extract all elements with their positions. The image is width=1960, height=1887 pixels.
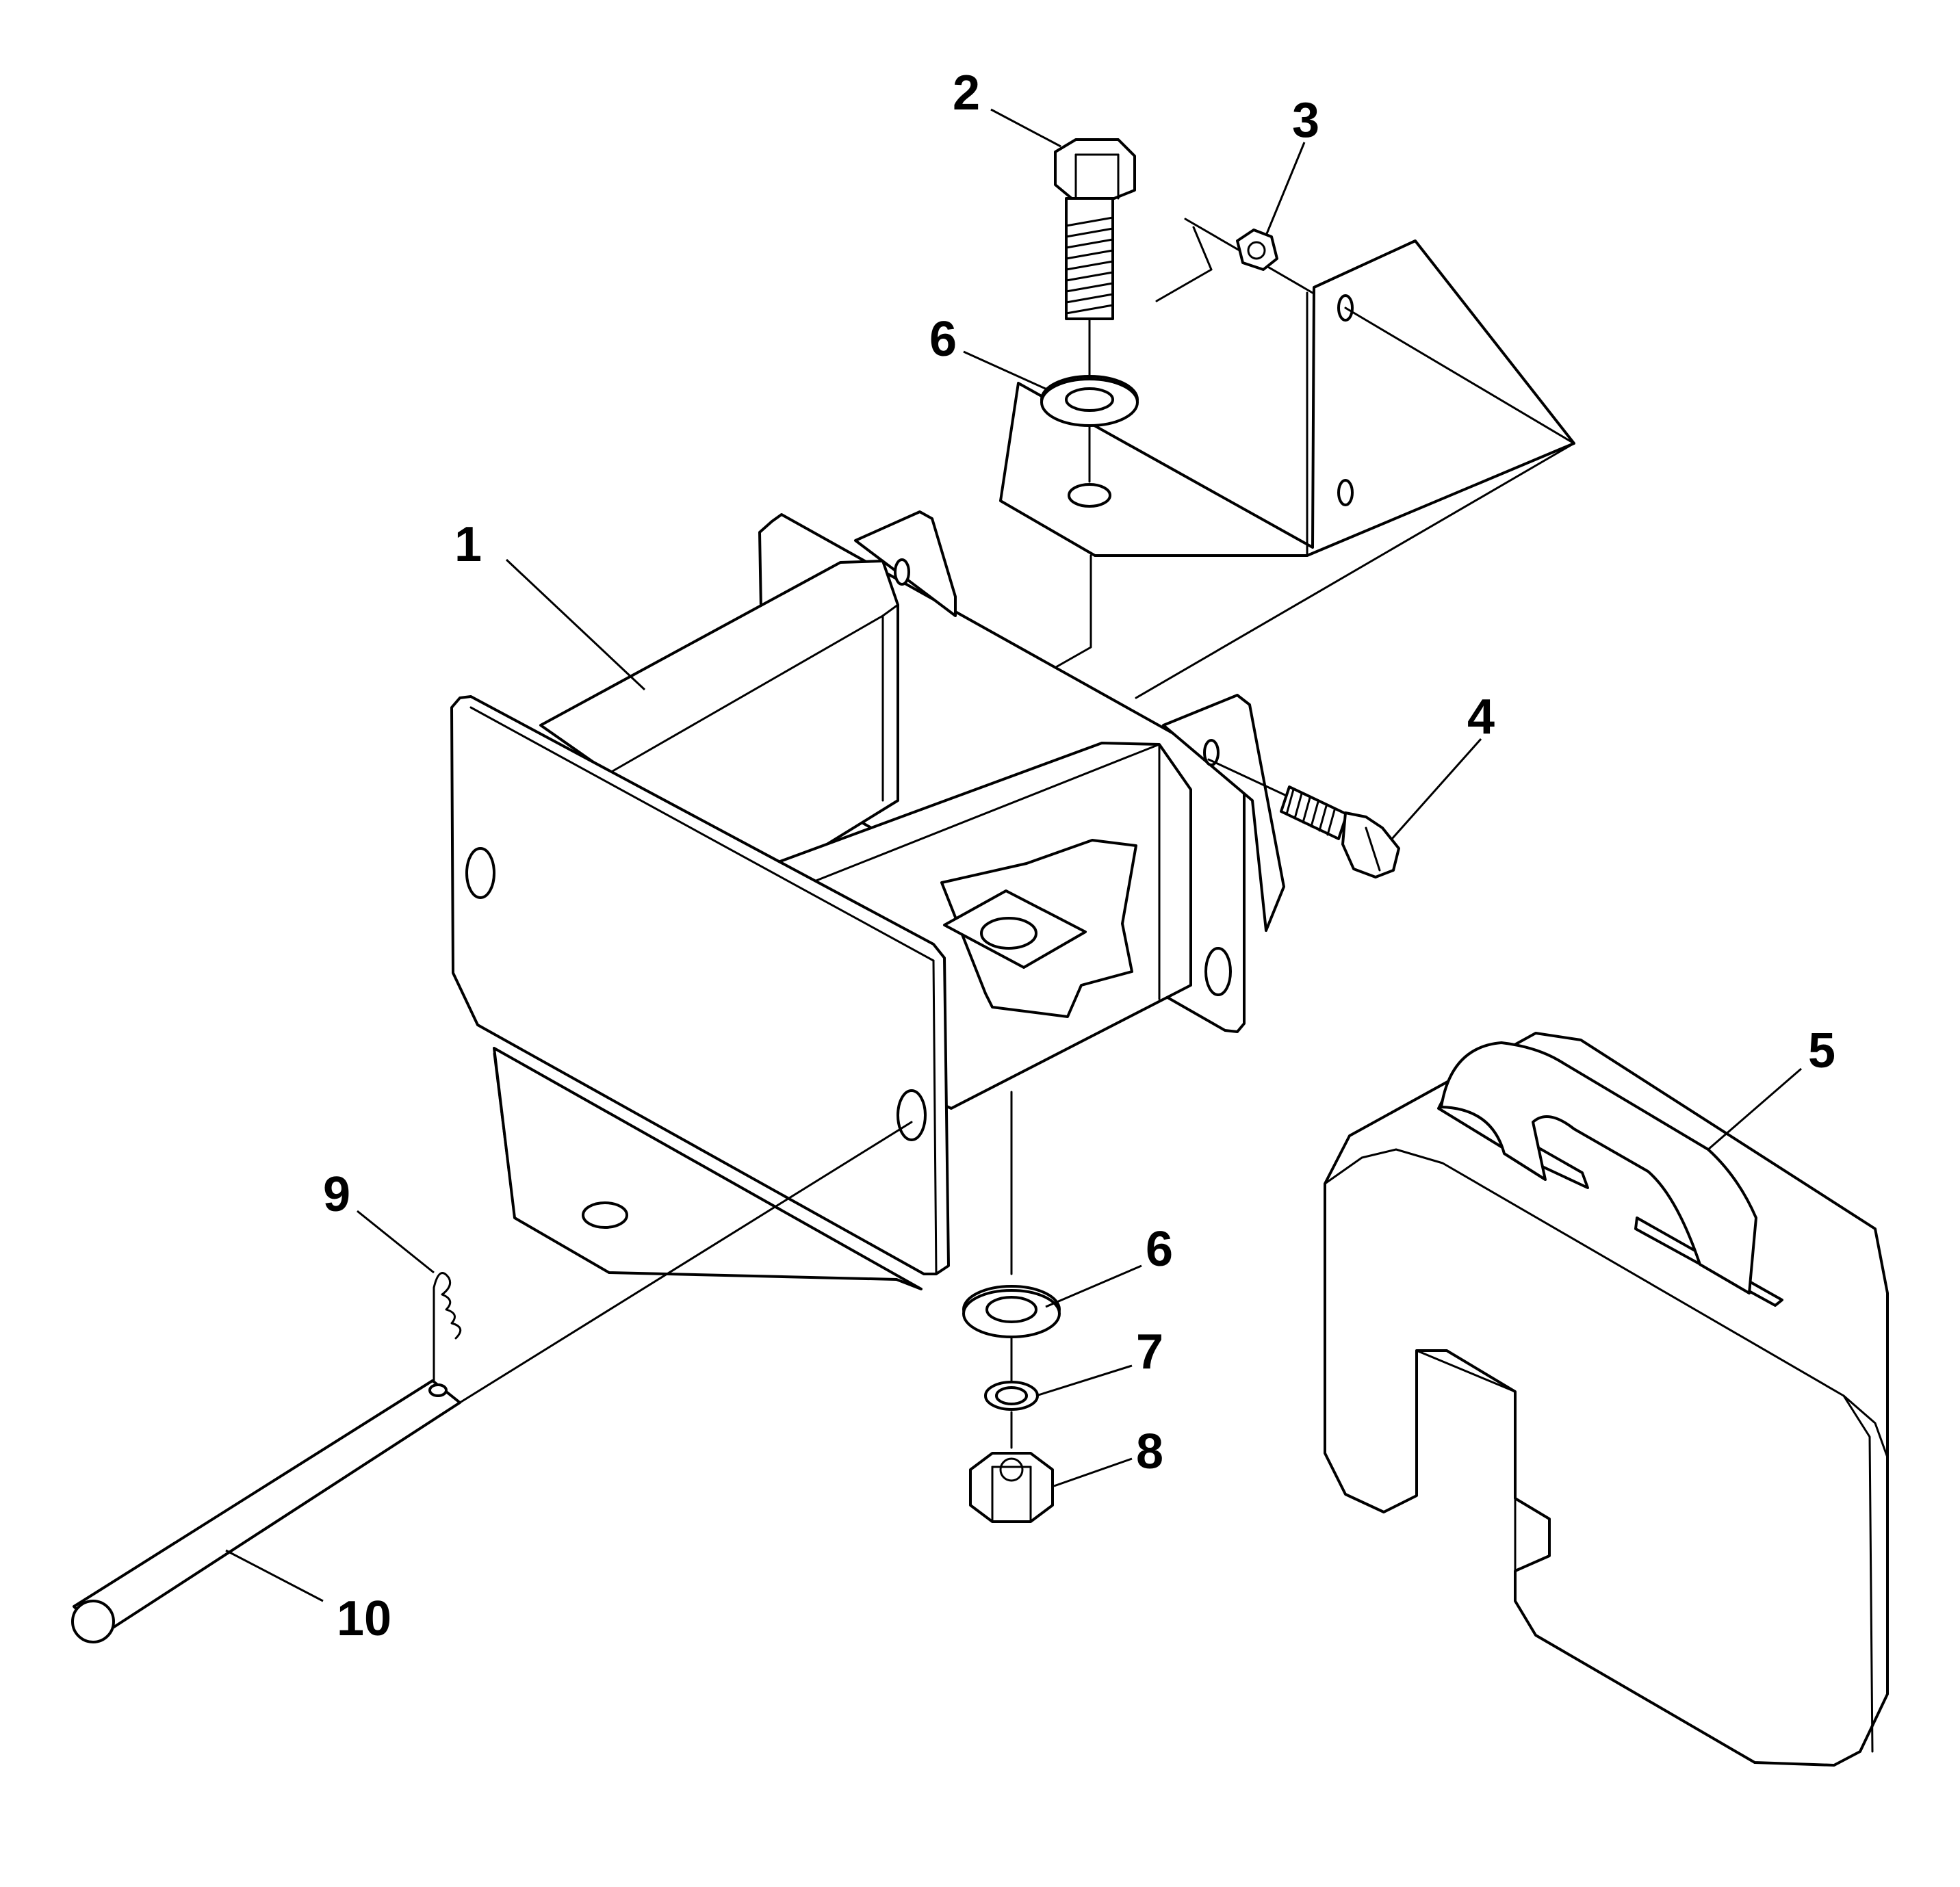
skirt-hole: [582, 1201, 628, 1229]
center-bolt-hole: [980, 917, 1037, 950]
pin-hole: [1204, 947, 1232, 996]
lower-hardware: [962, 1091, 1142, 1523]
hitch-pin: [71, 1121, 913, 1643]
callout-labels: 1 2 3 4 5 6 6 7 8 9 10: [323, 66, 1835, 1646]
pin-hole: [897, 1089, 927, 1141]
hex-nut-large: [969, 1452, 1054, 1523]
weight-bracket-frame: [450, 510, 1285, 1290]
hex-bolt: [990, 108, 1136, 376]
callout-5: 5: [1808, 1024, 1835, 1078]
callout-3: 3: [1292, 93, 1319, 148]
tab-hole: [894, 558, 910, 586]
pin-hole: [465, 847, 495, 899]
callout-4: 4: [1467, 690, 1495, 744]
callout-7: 7: [1136, 1325, 1163, 1379]
bracket-hole: [1337, 479, 1354, 506]
callout-1: 1: [454, 517, 482, 572]
side-hex-bolt: [1207, 738, 1482, 879]
callout-9: 9: [323, 1167, 350, 1222]
hex-nut-small: [1236, 142, 1306, 271]
flat-washer-upper: [963, 350, 1139, 483]
callout-6-lower: 6: [1146, 1222, 1173, 1277]
callout-6-upper: 6: [929, 312, 957, 367]
hairpin-clip: [357, 1210, 462, 1383]
callout-8: 8: [1136, 1424, 1163, 1479]
bracket-hole: [1068, 483, 1111, 508]
suitcase-weight: [1324, 1032, 1889, 1767]
callout-10: 10: [337, 1591, 391, 1646]
callout-2: 2: [953, 66, 980, 120]
